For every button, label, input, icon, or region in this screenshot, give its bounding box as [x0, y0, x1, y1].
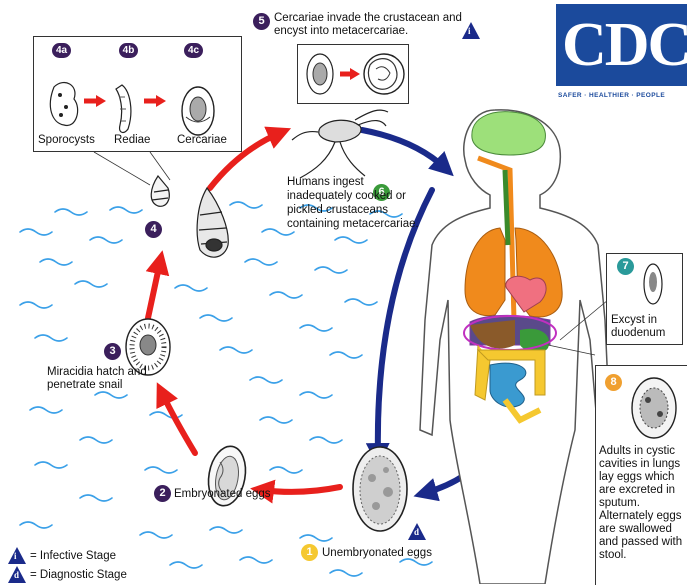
label-rediae: Rediae — [114, 134, 150, 147]
badge-4a: 4a — [52, 43, 71, 58]
arrow-miracidia-to-snail — [148, 262, 160, 318]
badge-8: 8 — [605, 374, 622, 391]
legend-infective-icon: i — [8, 547, 26, 564]
stage-8-box: 8 Adults in cystic cavities in lungs lay… — [595, 365, 687, 585]
crustacean-drawing — [292, 110, 388, 178]
snail-stages-box: 4a 4b 4c Sporocysts Rediae Cercariae — [33, 36, 242, 152]
label-stage-6: Humans ingest inadequately cooked or pic… — [287, 175, 427, 231]
arrow-crustacean-to-human — [362, 130, 445, 168]
label-stage-7: Excyst in duodenum — [611, 314, 681, 340]
badge-5: 5 — [253, 13, 270, 30]
cdc-logo-block: CDC — [556, 4, 687, 86]
stage-7-box: 7 Excyst in duodenum — [606, 253, 683, 345]
cdc-logo-text: CDC — [562, 14, 687, 76]
badge-1: 1 — [301, 544, 318, 561]
stage-5-box — [297, 44, 409, 104]
badge-7: 7 — [617, 258, 634, 275]
badge-3: 3 — [104, 343, 121, 360]
label-sporocysts: Sporocysts — [38, 134, 95, 147]
badge-4: 4 — [145, 221, 162, 238]
label-stage-2: Embryonated eggs — [174, 488, 271, 501]
cdc-logo: CDC SAFER · HEALTHIER · PEOPLE — [556, 4, 687, 106]
diagnostic-stage-icon: d — [408, 523, 426, 540]
trachea — [505, 170, 508, 245]
snail-large — [197, 188, 228, 257]
arrow-unembryonated-to-embryonated — [262, 487, 340, 492]
legend-infective-label: = Infective Stage — [30, 550, 116, 563]
legend-diagnostic-icon: d — [8, 566, 26, 583]
legend-diagnostic-label: = Diagnostic Stage — [30, 569, 127, 582]
badge-2: 2 — [154, 485, 171, 502]
cdc-tagline: SAFER · HEALTHIER · PEOPLE — [558, 92, 665, 99]
brain — [472, 112, 546, 155]
infective-stage-icon: i — [462, 22, 480, 39]
label-stage-3: Miracidia hatch and penetrate snail — [47, 366, 167, 392]
badge-4b: 4b — [119, 43, 138, 58]
label-cercariae: Cercariae — [177, 134, 227, 147]
metacercariae-art — [298, 45, 408, 103]
label-stage-8: Adults in cystic cavities in lungs lay e… — [599, 445, 687, 562]
label-stage-1: Unembryonated eggs — [322, 547, 432, 560]
snail-small — [151, 176, 169, 206]
badge-4c: 4c — [184, 43, 203, 58]
human-body — [420, 110, 610, 584]
sporocyst-drawing — [50, 83, 77, 126]
unembryonated-egg-drawing — [353, 447, 407, 531]
label-stage-5: Cercariae invade the crustacean and ency… — [274, 12, 474, 38]
arrow-embryonated-to-miracidia — [162, 393, 195, 453]
